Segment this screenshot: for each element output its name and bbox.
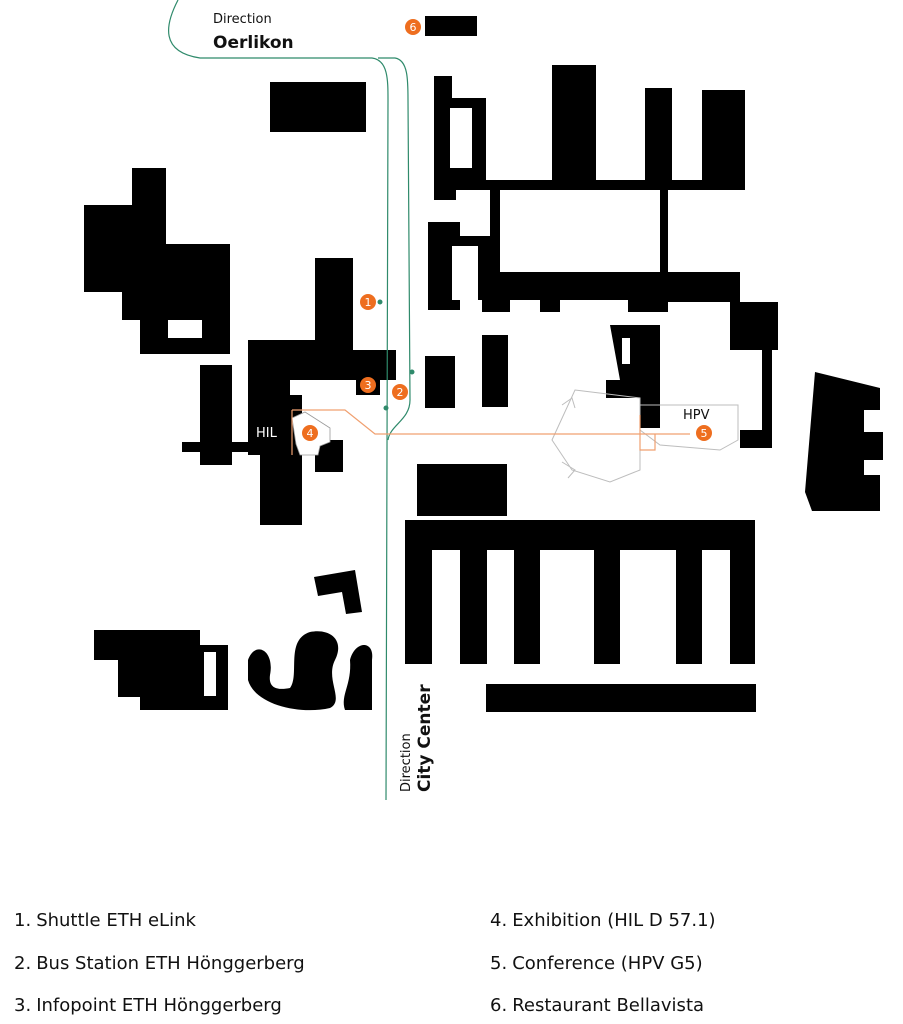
buildings (84, 16, 883, 712)
legend-item: 1.Shuttle ETH eLink (14, 910, 196, 931)
legend-item: 2.Bus Station ETH Hönggerberg (14, 953, 305, 974)
building (417, 464, 507, 516)
legend-item: 5.Conference (HPV G5) (490, 953, 703, 974)
direction-top-label: Direction (213, 12, 272, 27)
legend-number: 4. (490, 910, 508, 931)
bus-stops (377, 299, 415, 411)
building-hpv (606, 325, 660, 428)
legend-text: Conference (HPV G5) (512, 953, 703, 974)
walking-route (291, 409, 690, 455)
building-gap (622, 338, 630, 364)
building (486, 684, 756, 712)
building (482, 335, 508, 407)
building (343, 645, 373, 710)
marker-label: 6 (410, 21, 417, 34)
building-courtyard (168, 320, 202, 338)
building-label-hpv: HPV (683, 408, 710, 423)
marker-2[interactable]: 2 (392, 384, 408, 400)
building (248, 631, 339, 711)
legend-item: 6.Restaurant Bellavista (490, 995, 704, 1016)
marker-label: 3 (365, 379, 372, 392)
direction-bottom-label: Direction (399, 733, 414, 792)
bus-route (168, 0, 411, 800)
building-gap (452, 246, 478, 300)
building-gap (500, 190, 660, 272)
legend-text: Shuttle ETH eLink (36, 910, 196, 931)
direction-top-destination: Oerlikon (213, 33, 294, 53)
marker-5[interactable]: 5 (696, 425, 712, 441)
bus-stop (383, 405, 389, 411)
building (405, 520, 755, 664)
legend-number: 6. (490, 995, 508, 1016)
building (425, 356, 455, 408)
marker-label: 2 (397, 386, 404, 399)
bus-stop (409, 369, 415, 375)
building-hil (248, 258, 396, 525)
marker-label: 1 (365, 296, 372, 309)
building-restaurant-bellavista (425, 16, 477, 36)
building (84, 168, 230, 354)
legend-number: 5. (490, 953, 508, 974)
campus-map[interactable]: Direction Oerlikon Direction City Center… (0, 0, 903, 800)
building-label-hil: HIL (256, 426, 278, 441)
marker-1[interactable]: 1 (360, 294, 376, 310)
legend-text: Infopoint ETH Hönggerberg (36, 995, 282, 1016)
legend-item: 4.Exhibition (HIL D 57.1) (490, 910, 716, 931)
legend-number: 1. (14, 910, 32, 931)
building (94, 630, 228, 710)
hpv-outline (551, 389, 739, 483)
legend-number: 2. (14, 953, 32, 974)
marker-label: 5 (701, 427, 708, 440)
marker-6[interactable]: 6 (405, 19, 421, 35)
legend-item: 3.Infopoint ETH Hönggerberg (14, 995, 282, 1016)
map-markers: 1 2 3 4 5 6 (302, 19, 712, 441)
building (182, 442, 262, 452)
marker-4[interactable]: 4 (302, 425, 318, 441)
direction-bottom-destination: City Center (415, 684, 435, 792)
legend-number: 3. (14, 995, 32, 1016)
legend-text: Exhibition (HIL D 57.1) (512, 910, 716, 931)
legend-text: Bus Station ETH Hönggerberg (36, 953, 305, 974)
marker-3[interactable]: 3 (360, 377, 376, 393)
bus-stop (377, 299, 383, 305)
building (730, 302, 778, 448)
building (805, 372, 883, 511)
building (314, 570, 362, 614)
building-gap (450, 108, 472, 168)
map-legend: 1.Shuttle ETH eLink 2.Bus Station ETH Hö… (0, 900, 903, 1024)
building (270, 82, 366, 132)
marker-label: 4 (307, 427, 314, 440)
legend-text: Restaurant Bellavista (512, 995, 705, 1016)
building-gap (204, 652, 216, 696)
